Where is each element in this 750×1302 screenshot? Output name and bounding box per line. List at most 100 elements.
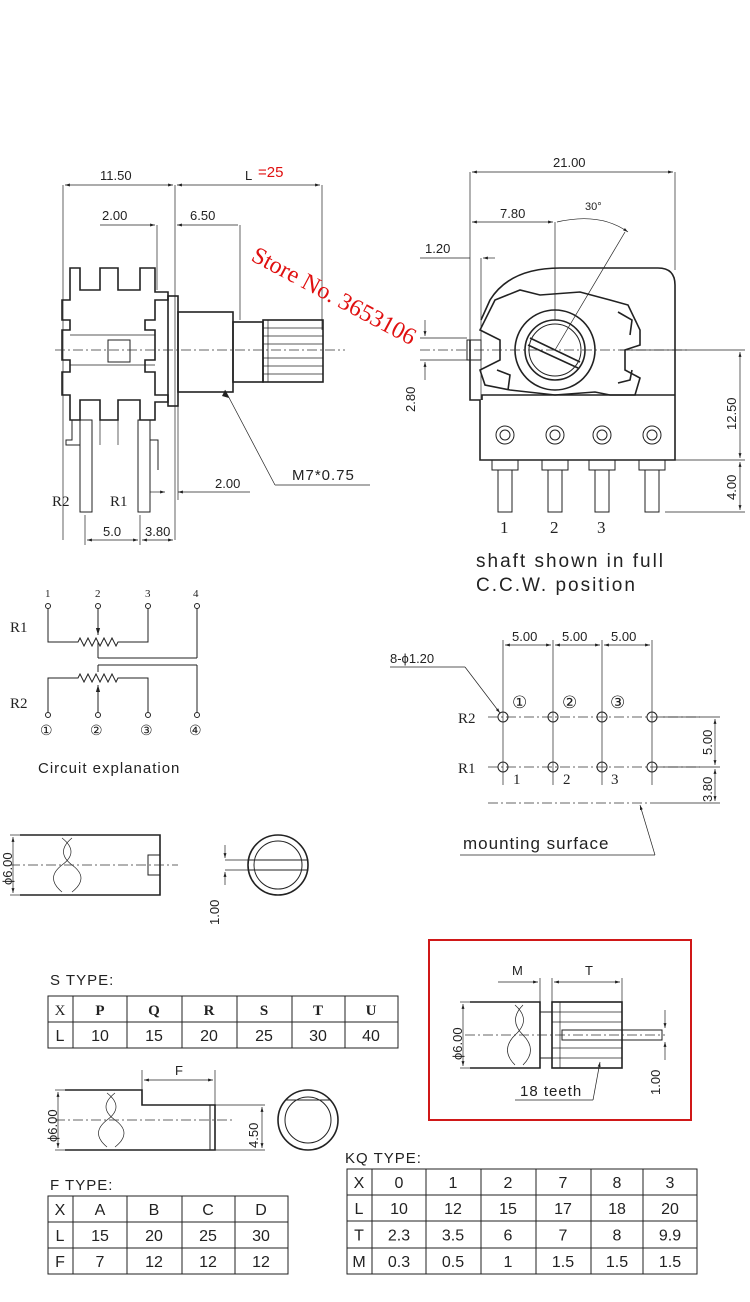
pcb-spacing-2: 5.00 (562, 629, 587, 644)
f-type-header-cell: A (95, 1202, 106, 1219)
f-type-title: F TYPE: (50, 1177, 113, 1194)
kq-type-row-cell: 15 (499, 1201, 517, 1218)
f-type-row-cell: 30 (252, 1228, 270, 1245)
s-type-row-cell: 20 (200, 1028, 218, 1045)
knurl-teeth: 18 teeth (520, 1083, 582, 1100)
watermark: Store No. 3653106 (247, 242, 420, 350)
dim-2-00-bottom: 2.00 (215, 476, 240, 491)
kq-type-header-cell: 2 (504, 1175, 513, 1192)
s-type-header-cell: P (95, 1003, 104, 1019)
pcb-pin-1: 1 (513, 772, 521, 788)
s-type-header-cell: X (55, 1003, 66, 1019)
kq-type-row-cell: 9.9 (659, 1228, 681, 1245)
pcb-r1: R1 (458, 761, 476, 777)
circuit-diagram: 1 2 3 4 ① ② ③ ④ R1 R2 Circuit explanatio… (10, 588, 202, 777)
caption-line1: shaft shown in full (476, 551, 665, 572)
kq-type-header-cell: 1 (449, 1175, 458, 1192)
knurl-dim-1-00: 1.00 (648, 1070, 663, 1095)
dim-21-00: 21.00 (553, 155, 586, 170)
circuit-r1: R1 (10, 620, 28, 636)
s-type-title: S TYPE: (50, 972, 114, 989)
kq-type-row-cell: T (354, 1228, 364, 1245)
kq-type-row-cell: L (355, 1201, 364, 1218)
kq-type-row-cell: 7 (559, 1228, 568, 1245)
label-r2: R2 (52, 494, 70, 510)
pin-label-2: 2 (550, 518, 559, 537)
kq-type-header-cell: 0 (395, 1175, 404, 1192)
f-type-row-cell: 12 (145, 1254, 163, 1271)
mounting-surface: mounting surface (463, 834, 609, 853)
pcb-holes: 8-ϕ1.20 (390, 651, 434, 666)
pin-label-1: 1 (500, 518, 509, 537)
s-type-header-cell: U (366, 1003, 377, 1019)
dim-11-50: 11.50 (100, 168, 132, 183)
s-type-row-cell: 25 (255, 1028, 273, 1045)
pcb-pin-3: 3 (611, 772, 619, 788)
s-type-header-cell: S (260, 1003, 268, 1019)
pcb-holes-grid (497, 711, 658, 773)
terminal-holes (495, 425, 662, 445)
kq-type-header-cell: 7 (559, 1175, 568, 1192)
knurl-label-m: M (512, 963, 523, 978)
pcb-circled-3: ③ (610, 693, 625, 712)
s-type-header-cell: R (204, 1003, 215, 1019)
dim-5-0: 5.0 (103, 524, 121, 539)
pcb-layout: 5.00 5.00 5.00 8-ϕ1.20 ① ② ③ 1 2 3 R2 R1 (390, 629, 720, 856)
pcb-spacing-1: 5.00 (512, 629, 537, 644)
f-type-header-cell: B (149, 1202, 160, 1219)
label-r1: R1 (110, 494, 128, 510)
pcb-spacing-3: 5.00 (611, 629, 636, 644)
kq-type-row-cell: 0.3 (388, 1254, 410, 1271)
f-type-header-cell: C (202, 1202, 214, 1219)
pcb-pin-2: 2 (563, 772, 571, 788)
circuit-caption: Circuit explanation (38, 760, 180, 777)
kq-type-row-cell: 0.5 (442, 1254, 464, 1271)
kq-type-row-cell: 20 (661, 1201, 679, 1218)
kq-type-row-cell: 1.5 (552, 1254, 574, 1271)
f-type-row-cell: 12 (199, 1254, 217, 1271)
pin-label-3: 3 (597, 518, 606, 537)
pcb-r2: R2 (458, 711, 476, 727)
kq-type-row-cell: 10 (390, 1201, 408, 1218)
s-type-row-cell: 10 (91, 1028, 109, 1045)
dim-6-50: 6.50 (190, 208, 215, 223)
f-type-row-cell: 20 (145, 1228, 163, 1245)
f-shaft-label-f: F (175, 1063, 183, 1078)
kq-type-row-cell: 1.5 (606, 1254, 628, 1271)
flatted-shaft: F ϕ6.00 4.50 (45, 1063, 339, 1151)
circuit-bottom-pin-4: ④ (189, 724, 202, 739)
pcb-dim-3-80: 3.80 (700, 777, 715, 802)
f-shaft-dim-4-50: 4.50 (246, 1123, 261, 1148)
s-type-row-cell: L (56, 1028, 65, 1045)
kq-type-row-cell: M (352, 1254, 365, 1271)
f-type-header-cell: X (55, 1202, 66, 1219)
s-type-row-cell: 15 (145, 1028, 163, 1045)
dim-l-value: =25 (258, 164, 283, 181)
dim-7-80: 7.80 (500, 206, 525, 221)
watermark-text: Store No. 3653106 (247, 242, 420, 350)
front-view: 21.00 7.80 30° 1.20 2.80 (403, 155, 745, 596)
s-type-header-cell: Q (148, 1003, 160, 1019)
f-shaft-dia: ϕ6.00 (45, 1109, 60, 1142)
caption-line2: C.C.W. position (476, 575, 637, 596)
dim-2-80: 2.80 (403, 387, 418, 412)
kq-type-row-cell: 3.5 (442, 1228, 464, 1245)
dim-1-20: 1.20 (425, 241, 450, 256)
kq-type-row-cell: 2.3 (388, 1228, 410, 1245)
circuit-top-pin-3: 3 (145, 588, 151, 600)
f-type-header-cell: D (255, 1202, 267, 1219)
kq-type-row-cell: 18 (608, 1201, 626, 1218)
circuit-top-pin-2: 2 (95, 588, 101, 600)
kq-type-row-cell: 8 (613, 1228, 622, 1245)
kq-type-header-cell: 8 (613, 1175, 622, 1192)
knurl-dia: ϕ6.00 (450, 1027, 465, 1060)
dim-12-50: 12.50 (724, 397, 739, 430)
kq-type-row-cell: 1 (504, 1254, 513, 1271)
dim-l: L (245, 168, 252, 183)
s-type-header-cell: T (313, 1003, 323, 1019)
dim-30: 30° (585, 201, 602, 213)
dim-3-80: 3.80 (145, 524, 170, 539)
kq-type-row-cell: 12 (444, 1201, 462, 1218)
circuit-top-pin-4: 4 (193, 588, 199, 600)
